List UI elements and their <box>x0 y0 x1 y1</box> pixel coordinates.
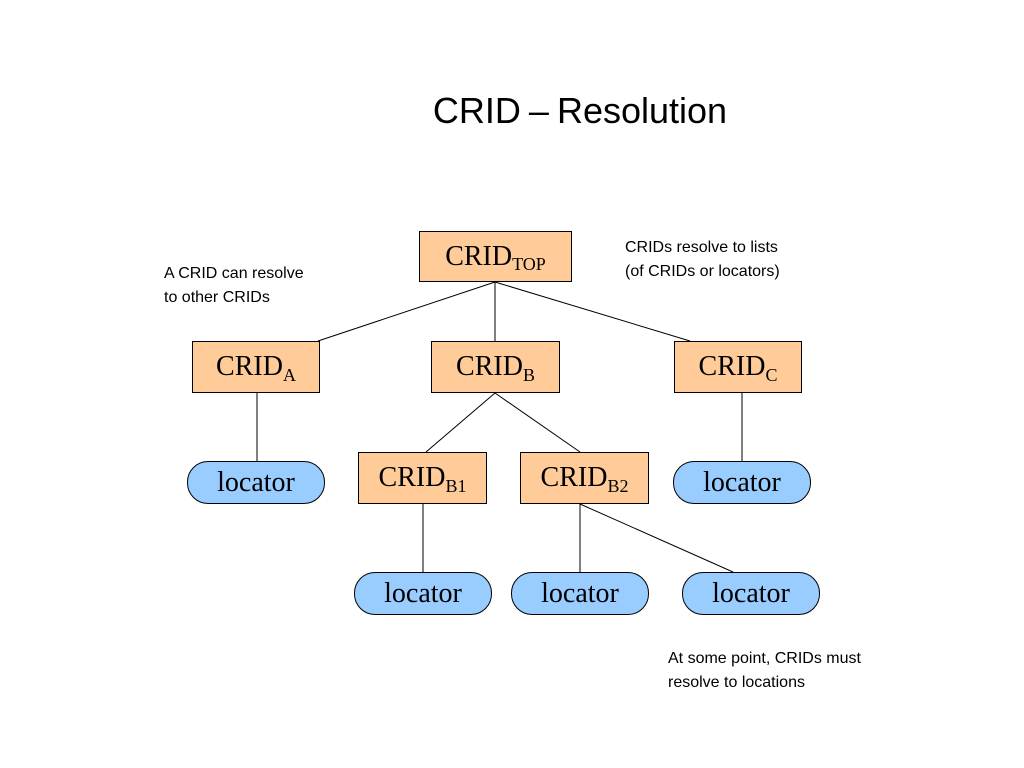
crid-c-sub: C <box>765 364 778 385</box>
locator-a-node: locator <box>187 461 325 504</box>
note-right: CRIDs resolve to lists (of CRIDs or loca… <box>625 236 780 284</box>
note-left-line-2: to other CRIDs <box>164 289 270 306</box>
edge-b-b2 <box>494 392 581 453</box>
locator-c-node: locator <box>673 461 811 504</box>
note-bottom-line-1: At some point, CRIDs must <box>668 650 861 667</box>
crid-a-base: CRID <box>216 351 283 382</box>
crid-a-sub: A <box>282 364 296 385</box>
crid-b1-base: CRID <box>378 462 446 493</box>
edge-b2-locator-2 <box>579 503 734 573</box>
locator-c-label: locator <box>703 466 781 498</box>
crid-b2-base: CRID <box>540 462 608 493</box>
title-rest: Resolution <box>556 90 728 131</box>
edge-b-b1 <box>425 392 496 453</box>
crid-b-sub: B <box>522 364 535 385</box>
locator-b2-1-node: locator <box>511 572 649 615</box>
locator-b2-1-label: locator <box>541 577 619 609</box>
crid-top-sub: TOP <box>512 254 546 274</box>
locator-b1-label: locator <box>384 577 462 609</box>
title-main: CRID <box>432 90 521 131</box>
locator-b2-2-node: locator <box>682 572 820 615</box>
edge-top-c <box>494 281 691 342</box>
locator-a-label: locator <box>217 466 295 498</box>
note-left-line-1: A CRID can resolve <box>164 265 304 282</box>
crid-top-base: CRID <box>445 240 513 272</box>
locator-b2-2-label: locator <box>712 577 790 609</box>
note-bottom: At some point, CRIDs must resolve to loc… <box>668 647 861 695</box>
note-right-line-1: CRIDs resolve to lists <box>625 239 778 256</box>
locator-b1-node: locator <box>354 572 492 615</box>
note-right-line-2: (of CRIDs or locators) <box>625 263 780 280</box>
page-title: CRID–Resolution <box>0 86 1024 136</box>
title-dash: – <box>528 90 549 131</box>
crid-c-base: CRID <box>698 351 766 382</box>
note-left: A CRID can resolve to other CRIDs <box>164 262 304 310</box>
crid-b-base: CRID <box>456 351 523 382</box>
crid-b1-sub: B1 <box>445 475 467 496</box>
edge-top-a <box>317 281 496 342</box>
note-bottom-line-2: resolve to locations <box>668 674 805 691</box>
crid-b2-sub: B2 <box>607 475 629 496</box>
